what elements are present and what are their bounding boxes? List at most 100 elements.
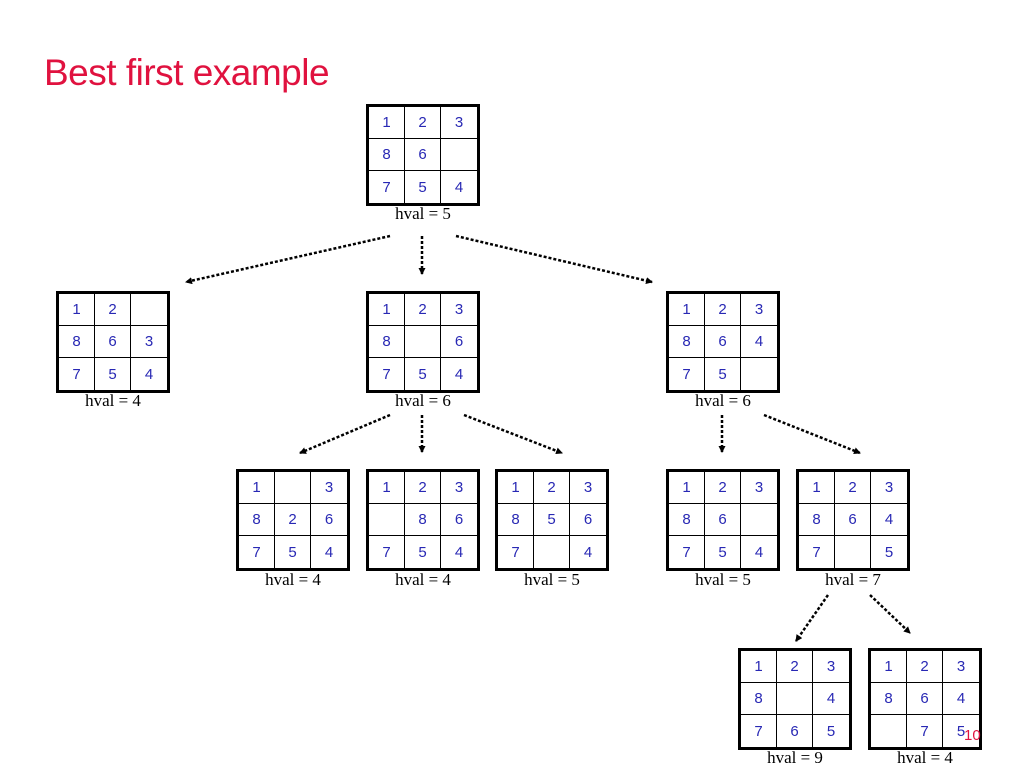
- tile: 8: [741, 683, 777, 715]
- tile: 3: [943, 651, 979, 683]
- tile: 3: [871, 472, 907, 504]
- hval-label-grandchild-4: hval = 5: [695, 570, 751, 589]
- tile: 2: [405, 294, 441, 326]
- tile: 6: [835, 504, 871, 536]
- puzzle-board-great-grandchild-1: 1 2 3 8 4 7 6 5: [738, 648, 852, 750]
- puzzle-board-grandchild-3: 1 2 3 8 5 6 7 4: [495, 469, 609, 571]
- tile-blank: [835, 536, 871, 568]
- slide-title: Best first example: [44, 52, 330, 93]
- tile: 1: [498, 472, 534, 504]
- tile: 8: [369, 139, 405, 171]
- tile: 6: [441, 504, 477, 536]
- tile: 3: [741, 472, 777, 504]
- tile: 1: [369, 472, 405, 504]
- tile: 4: [871, 504, 907, 536]
- tile: 6: [405, 139, 441, 171]
- page-number: 10: [964, 727, 981, 744]
- tile: 6: [441, 326, 477, 358]
- tile: 1: [59, 294, 95, 326]
- edge-middle-to-right-grandchild: [463, 413, 563, 455]
- tile: 2: [95, 294, 131, 326]
- tile: 7: [239, 536, 275, 568]
- tile: 3: [441, 472, 477, 504]
- tile: 2: [777, 651, 813, 683]
- puzzle-board-grandchild-2: 1 2 3 8 6 7 5 4: [366, 469, 480, 571]
- puzzle-board-root: 1 2 3 8 6 7 5 4: [366, 104, 480, 206]
- tile: 4: [454, 365, 464, 383]
- tile: 7: [59, 358, 95, 390]
- tile: 3: [311, 472, 347, 504]
- tile: 5: [405, 536, 441, 568]
- tile: 2: [405, 107, 441, 139]
- tile: 7: [498, 536, 534, 568]
- tile: 5: [534, 504, 570, 536]
- tile: 8: [799, 504, 835, 536]
- tile: 5: [95, 358, 131, 390]
- tile-blank: [369, 504, 405, 536]
- tile: 2: [835, 472, 871, 504]
- hval-label-right-child: hval = 6: [695, 391, 751, 410]
- tile: 8: [239, 504, 275, 536]
- tile: 3: [813, 651, 849, 683]
- puzzle-board-grandchild-5: 1 2 3 8 6 4 7 5: [796, 469, 910, 571]
- tile: 4: [741, 326, 777, 358]
- tile: 8: [369, 326, 405, 358]
- tile: 1: [871, 651, 907, 683]
- tile: 2: [534, 472, 570, 504]
- tile: 7: [799, 536, 835, 568]
- tile: 1: [369, 107, 405, 139]
- tile: 4: [324, 543, 334, 561]
- tile: 5: [405, 358, 441, 390]
- tile: 5: [956, 722, 966, 740]
- tile: 2: [705, 294, 741, 326]
- tile: 4: [454, 543, 464, 561]
- tile: 1: [369, 294, 405, 326]
- tile: 4: [813, 683, 849, 715]
- puzzle-board-grandchild-4: 1 2 3 8 6 7 5 4: [666, 469, 780, 571]
- edge-middle-to-left-grandchild: [299, 413, 391, 455]
- tile: 8: [669, 504, 705, 536]
- tile: 1: [669, 294, 705, 326]
- tile: 7: [669, 358, 705, 390]
- tile: 3: [131, 326, 167, 358]
- hval-label-great-grandchild-2: hval = 4: [897, 748, 953, 767]
- tile: 5: [275, 536, 311, 568]
- tile: 7: [741, 715, 777, 747]
- puzzle-board-great-grandchild-2: 1 2 3 8 6 4 7 5: [868, 648, 982, 750]
- tile: 6: [570, 504, 606, 536]
- tile: 8: [498, 504, 534, 536]
- tile: 3: [441, 107, 477, 139]
- tile: 6: [95, 326, 131, 358]
- tile: 2: [275, 504, 311, 536]
- tile: 8: [59, 326, 95, 358]
- tile: 1: [799, 472, 835, 504]
- tile: 7: [369, 171, 405, 203]
- tile: 5: [405, 171, 441, 203]
- tile: 5: [884, 543, 894, 561]
- tile: 7: [669, 536, 705, 568]
- tile: 5: [826, 722, 836, 740]
- tile: 3: [741, 294, 777, 326]
- edge-hval7-to-left-child: [794, 594, 830, 642]
- hval-label-left-child: hval = 4: [85, 391, 141, 410]
- tile-blank: [275, 472, 311, 504]
- tile-blank: [131, 294, 167, 326]
- tile-blank: [741, 358, 777, 390]
- hval-label-great-grandchild-1: hval = 9: [767, 748, 823, 767]
- tile: 7: [907, 715, 943, 747]
- edge-right-to-right-grandchild: [763, 413, 861, 455]
- tile: 1: [741, 651, 777, 683]
- tile: 4: [943, 683, 979, 715]
- tile: 4: [454, 178, 464, 196]
- tile-blank: [441, 139, 477, 171]
- puzzle-board-middle-child: 1 2 3 8 6 7 5 4: [366, 291, 480, 393]
- tile-blank: [871, 715, 907, 747]
- edge-hval7-to-right-child: [869, 594, 911, 634]
- hval-label-root: hval = 5: [395, 204, 451, 223]
- tile: 4: [144, 365, 154, 383]
- tile: 7: [369, 536, 405, 568]
- tile: 8: [405, 504, 441, 536]
- tile: 6: [705, 326, 741, 358]
- puzzle-board-left-child: 1 2 8 6 3 7 5 4: [56, 291, 170, 393]
